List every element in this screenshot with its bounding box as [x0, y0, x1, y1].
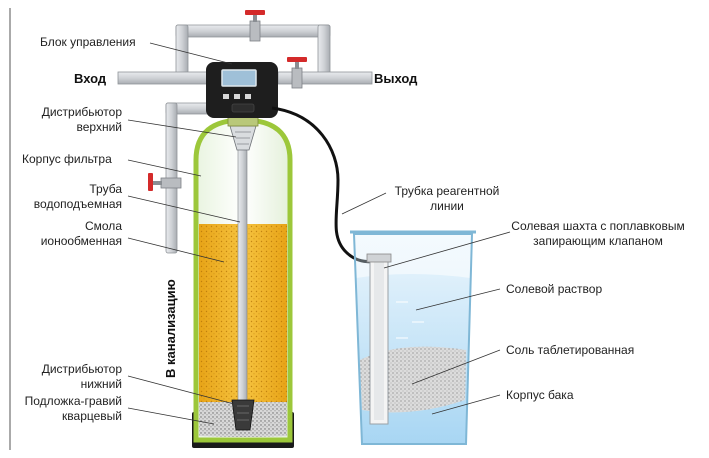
label-brine-solution: Солевой раствор: [506, 282, 603, 296]
leader-lines: [127, 42, 511, 425]
label-riser-pipe-line1: Труба: [89, 182, 122, 196]
label-upper-distributor-line2: верхний: [76, 120, 123, 134]
label-gravel: Подложка-гравий кварцевый: [25, 394, 122, 424]
valve-icon-drain: [148, 173, 182, 191]
label-brine-well: Солевая шахта с поплавковым запирающим к…: [504, 219, 692, 249]
label-brine-tube: Трубка реагентной линии: [386, 184, 508, 214]
label-upper-distributor-line1: Дистрибьютор: [41, 105, 122, 119]
label-tablet-salt: Соль таблетированная: [506, 343, 635, 357]
label-gravel-line1: Подложка-гравий: [24, 394, 122, 408]
label-riser-pipe: Труба водоподъемная: [34, 182, 122, 212]
label-brine-well-line1: Солевая шахта с поплавковым: [511, 219, 685, 233]
label-control-unit: Блок управления: [40, 35, 136, 49]
label-lower-distributor: Дистрибьютор нижний: [42, 362, 122, 392]
control-unit: [206, 62, 278, 127]
valve-icon-outlet: [287, 57, 307, 89]
label-drain: В канализацию: [163, 279, 178, 378]
label-outlet: Выход: [374, 71, 418, 86]
label-resin: Смола ионообменная: [41, 219, 122, 249]
inlet-pipe: [117, 71, 211, 85]
valve-icon-top: [245, 10, 265, 42]
label-upper-distributor: Дистрибьютор верхний: [42, 105, 122, 135]
filter-tank: [192, 117, 294, 448]
label-inlet: Вход: [74, 71, 107, 86]
label-lower-distributor-line2: нижний: [80, 377, 122, 391]
label-gravel-line2: кварцевый: [62, 409, 122, 423]
label-resin-line2: ионообменная: [40, 234, 122, 248]
label-brine-tube-line2: линии: [430, 199, 464, 213]
label-brine-tube-line1: Трубка реагентной: [394, 184, 500, 198]
brine-tank: [350, 230, 476, 445]
drain-pipe: [165, 102, 217, 254]
label-riser-pipe-line2: водоподъемная: [33, 197, 122, 211]
label-tank-body: Корпус бака: [506, 388, 574, 402]
label-filter-body: Корпус фильтра: [22, 152, 112, 166]
label-resin-line1: Смола: [84, 219, 122, 233]
label-lower-distributor-line1: Дистрибьютор: [41, 362, 122, 376]
label-brine-well-line2: запирающим клапаном: [533, 234, 663, 248]
